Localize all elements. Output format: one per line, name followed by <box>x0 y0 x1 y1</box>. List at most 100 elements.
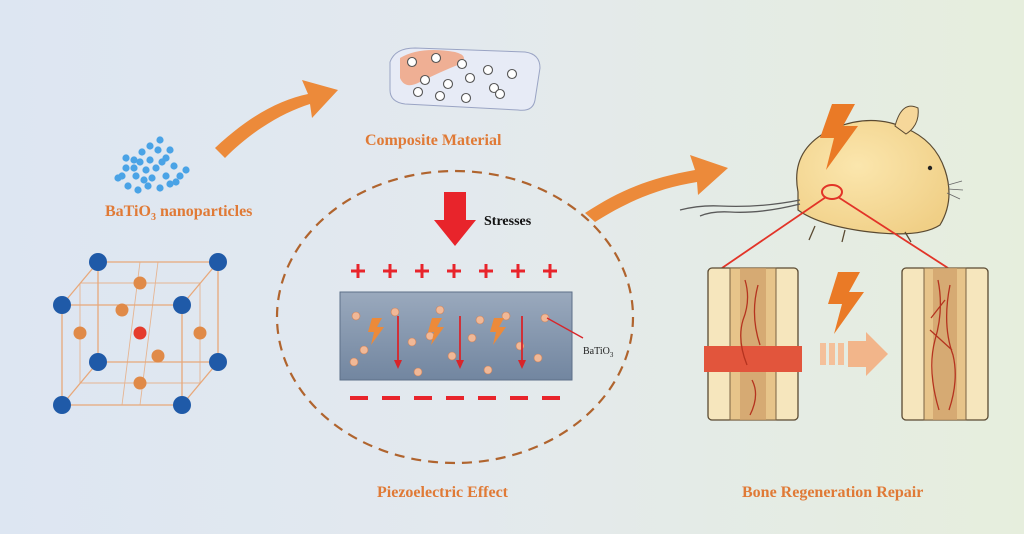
ba-atom <box>89 353 107 371</box>
minus-sign <box>382 396 400 400</box>
pore <box>506 68 518 80</box>
negative-charges <box>350 396 560 400</box>
minus-sign <box>350 396 368 400</box>
minus-sign <box>510 396 528 400</box>
o-atom <box>115 303 129 317</box>
nanoparticle-dot <box>130 156 138 164</box>
nanoparticle-dot <box>146 142 154 150</box>
pore <box>464 72 476 84</box>
nanoparticle-dot <box>154 146 162 154</box>
plus-sign <box>452 264 456 278</box>
minus-sign <box>542 396 560 400</box>
lightning-icon <box>820 104 858 170</box>
pore <box>460 92 472 104</box>
batio3-particle <box>349 357 359 367</box>
minus-sign <box>446 396 464 400</box>
minus-sign <box>414 396 432 400</box>
plus-sign <box>356 264 360 278</box>
batio3-particle <box>435 305 445 315</box>
ba-atom <box>209 253 227 271</box>
batio3-particle <box>467 333 477 343</box>
o-atom <box>73 326 87 340</box>
batio3-particle <box>475 315 485 325</box>
nanoparticle-dot <box>172 178 180 186</box>
right-arrow-icon <box>585 155 728 222</box>
ba-atom <box>209 353 227 371</box>
nanoparticle-dot <box>124 182 132 190</box>
pore <box>434 90 446 102</box>
ba-atom <box>173 396 191 414</box>
composite-label: Composite Material <box>365 132 502 149</box>
polarization-arrowhead <box>518 360 526 369</box>
pore <box>406 56 418 68</box>
perovskite-lattice <box>53 253 227 414</box>
repaired-bone <box>901 267 989 421</box>
plus-sign <box>516 264 520 278</box>
nanoparticle-dot <box>170 162 178 170</box>
o-atom <box>193 326 207 340</box>
plus-sign <box>548 264 552 278</box>
nanoparticle-dot <box>152 164 160 172</box>
nanoparticle-dot <box>136 158 144 166</box>
nanoparticle-dot <box>156 184 164 192</box>
bone-label: Bone Regeneration Repair <box>742 484 924 501</box>
batio3-particle <box>407 337 417 347</box>
lightning-icon <box>368 318 384 345</box>
nanoparticle-dot <box>130 164 138 172</box>
nanoparticle-dot <box>138 148 146 156</box>
pore <box>482 64 494 76</box>
pore <box>412 86 424 98</box>
batio3-particle <box>447 351 457 361</box>
nanoparticle-dot <box>182 166 190 174</box>
batio3-particle <box>359 345 369 355</box>
nanoparticle-dot <box>144 182 152 190</box>
mouse-illustration <box>679 104 964 243</box>
nanoparticle-dot <box>142 166 150 174</box>
nanoparticles-label: BaTiO3 nanoparticles <box>105 203 253 224</box>
nanoparticle-cluster <box>114 136 190 194</box>
o-atom <box>133 276 147 290</box>
batio-slab-label: BaTiO3 <box>583 346 614 359</box>
lightning-icon <box>428 318 444 345</box>
nanoparticle-dot <box>148 174 156 182</box>
nanoparticle-dot <box>132 172 140 180</box>
ba-atom <box>53 296 71 314</box>
fractured-bone <box>704 267 802 421</box>
pore <box>488 82 500 94</box>
ba-atom <box>53 396 71 414</box>
piezo-label: Piezoelectric Effect <box>377 484 509 501</box>
polarization-arrowhead <box>456 360 464 369</box>
nanoparticle-dot <box>146 156 154 164</box>
nanoparticle-dot <box>118 172 126 180</box>
piezo-boundary-circle <box>275 169 635 465</box>
composite-sheet <box>389 47 541 111</box>
o-atom <box>151 349 165 363</box>
nanoparticle-dot <box>122 164 130 172</box>
nanoparticle-dot <box>156 136 164 144</box>
right-arrow-icon <box>215 80 338 158</box>
batio3-particle <box>533 353 543 363</box>
stresses-label: Stresses <box>484 214 532 229</box>
lightning-icon <box>828 272 864 334</box>
positive-charges <box>351 264 557 278</box>
pore <box>442 78 454 90</box>
batio3-particle <box>351 311 361 321</box>
ba-atom <box>173 296 191 314</box>
down-arrow-icon <box>434 192 476 246</box>
minus-sign <box>478 396 496 400</box>
batio3-particle <box>413 367 423 377</box>
batio3-particle <box>483 365 493 375</box>
pore <box>419 74 431 86</box>
polarization-arrowhead <box>394 360 402 369</box>
plus-sign <box>420 264 424 278</box>
batio3-particle <box>390 307 400 317</box>
nanoparticle-dot <box>158 158 166 166</box>
lightning-icon <box>490 318 506 345</box>
o-atom <box>133 376 147 390</box>
nanoparticle-dot <box>166 180 174 188</box>
piezo-slab <box>339 291 584 381</box>
ti-atom <box>133 326 147 340</box>
batio3-particle <box>540 313 550 323</box>
